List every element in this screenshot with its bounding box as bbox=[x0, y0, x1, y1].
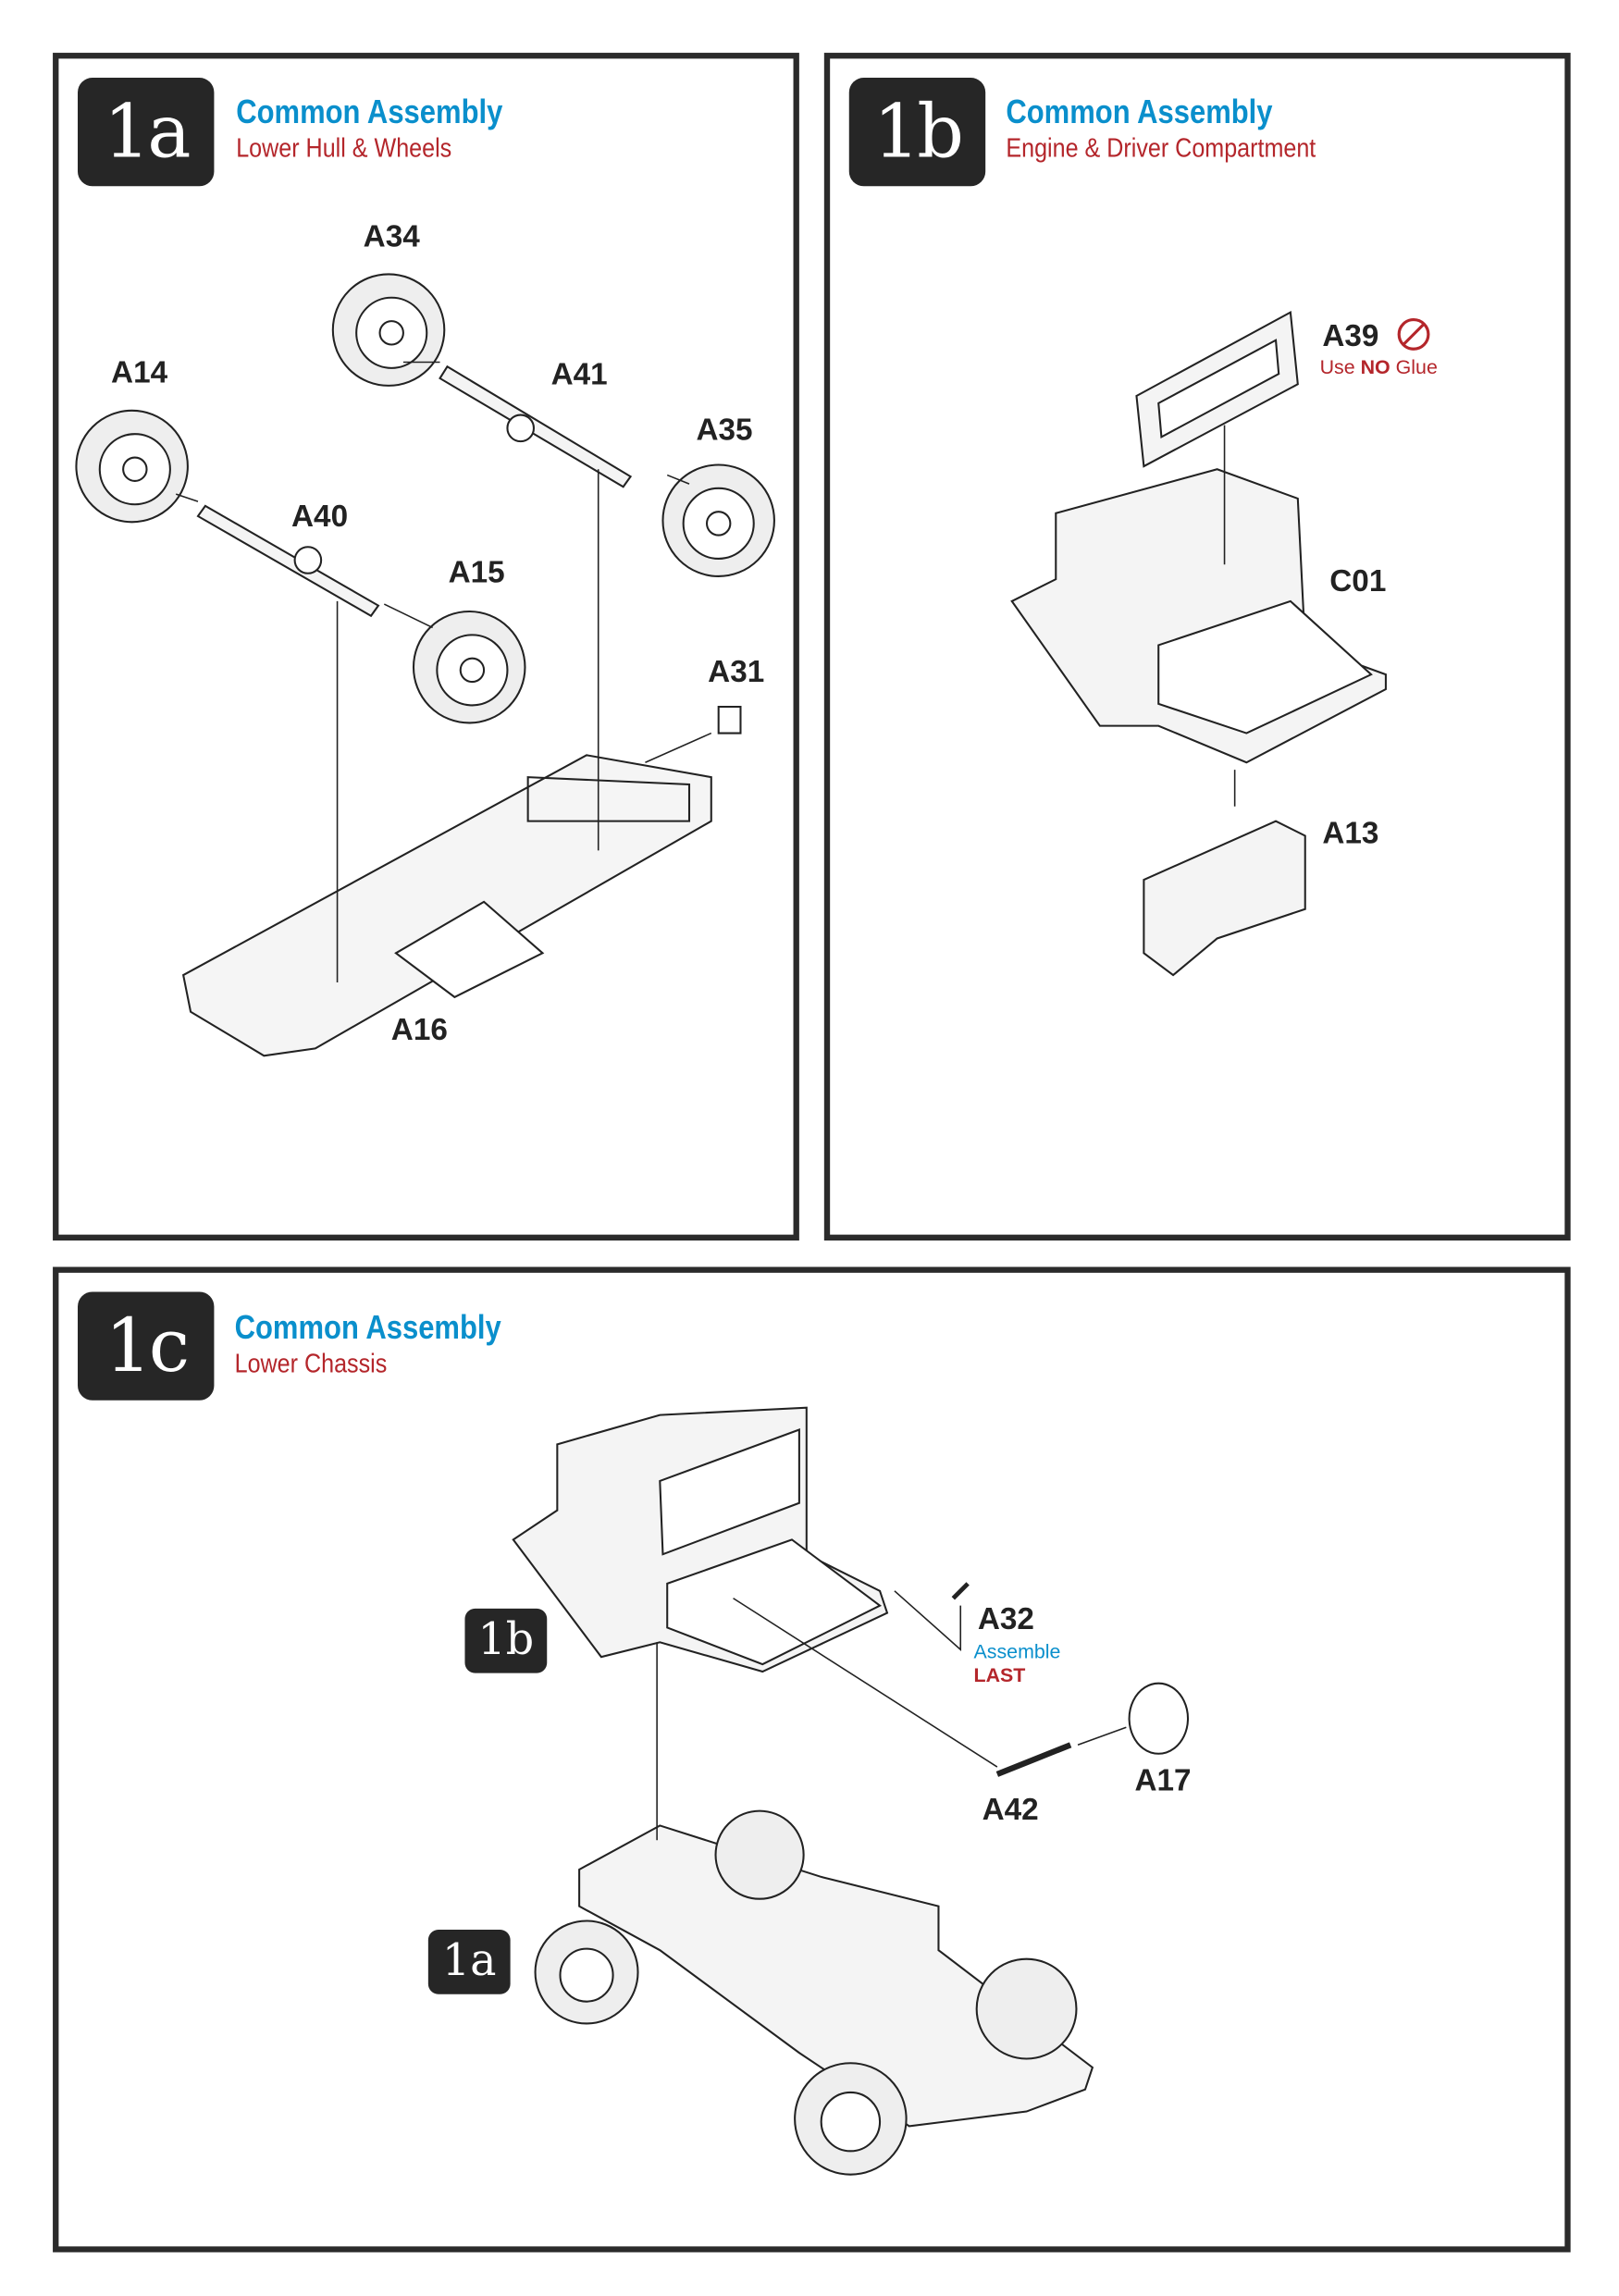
last-note: LAST bbox=[973, 1664, 1026, 1686]
part-label-a41: A41 bbox=[550, 357, 608, 392]
assemble-note: Assemble bbox=[973, 1640, 1061, 1663]
part-label-a14: A14 bbox=[111, 356, 168, 390]
step-1b-title: Common Assembly bbox=[1006, 92, 1273, 131]
part-label-a35: A35 bbox=[696, 413, 753, 448]
part-label-a40: A40 bbox=[291, 500, 349, 534]
step-badge-1c: 1c bbox=[78, 1291, 215, 1401]
no-glue-prefix: Use bbox=[1319, 356, 1361, 378]
part-label-a42: A42 bbox=[982, 1793, 1039, 1828]
wheel-a35 bbox=[661, 463, 775, 577]
wheel-a15 bbox=[412, 610, 526, 724]
no-glue-icon bbox=[1397, 317, 1430, 351]
step-1a-title: Common Assembly bbox=[236, 92, 503, 131]
axle-a40 bbox=[196, 504, 380, 618]
step-badge-1a: 1a bbox=[78, 78, 215, 187]
lever-a32 bbox=[951, 1582, 970, 1600]
wheel-a34 bbox=[331, 273, 446, 387]
no-glue-emphasis: NO bbox=[1360, 356, 1390, 378]
part-label-a16: A16 bbox=[390, 1013, 448, 1047]
reference-badge-1b: 1b bbox=[464, 1608, 548, 1673]
reference-badge-1a: 1a bbox=[427, 1929, 511, 1994]
step-1a-subtitle: Lower Hull & Wheels bbox=[236, 133, 452, 163]
chassis-1a bbox=[578, 1824, 1094, 2128]
part-label-a17: A17 bbox=[1134, 1763, 1192, 1798]
no-glue-suffix: Glue bbox=[1390, 356, 1438, 378]
part-label-c01: C01 bbox=[1329, 564, 1387, 599]
part-label-a15: A15 bbox=[448, 555, 505, 590]
part-label-a13: A13 bbox=[1322, 816, 1379, 851]
step-1c-title: Common Assembly bbox=[234, 1307, 501, 1347]
panel-a13 bbox=[1143, 820, 1306, 977]
step-1c-subtitle: Lower Chassis bbox=[234, 1349, 388, 1378]
steering-wheel-a17 bbox=[1128, 1682, 1190, 1755]
chassis-a16 bbox=[181, 754, 712, 1057]
part-label-a32: A32 bbox=[977, 1602, 1034, 1636]
step-badge-1b: 1b bbox=[848, 78, 986, 187]
axle-a41 bbox=[439, 364, 633, 488]
wheel-a14 bbox=[75, 409, 189, 524]
clip-a31 bbox=[717, 705, 742, 734]
part-label-a39: A39 bbox=[1322, 319, 1379, 354]
column-a42 bbox=[995, 1742, 1072, 1777]
step-1b-subtitle: Engine & Driver Compartment bbox=[1006, 133, 1316, 163]
no-glue-note: Use NO Glue bbox=[1320, 356, 1438, 378]
part-label-a34: A34 bbox=[363, 219, 420, 254]
part-label-a31: A31 bbox=[708, 655, 765, 689]
